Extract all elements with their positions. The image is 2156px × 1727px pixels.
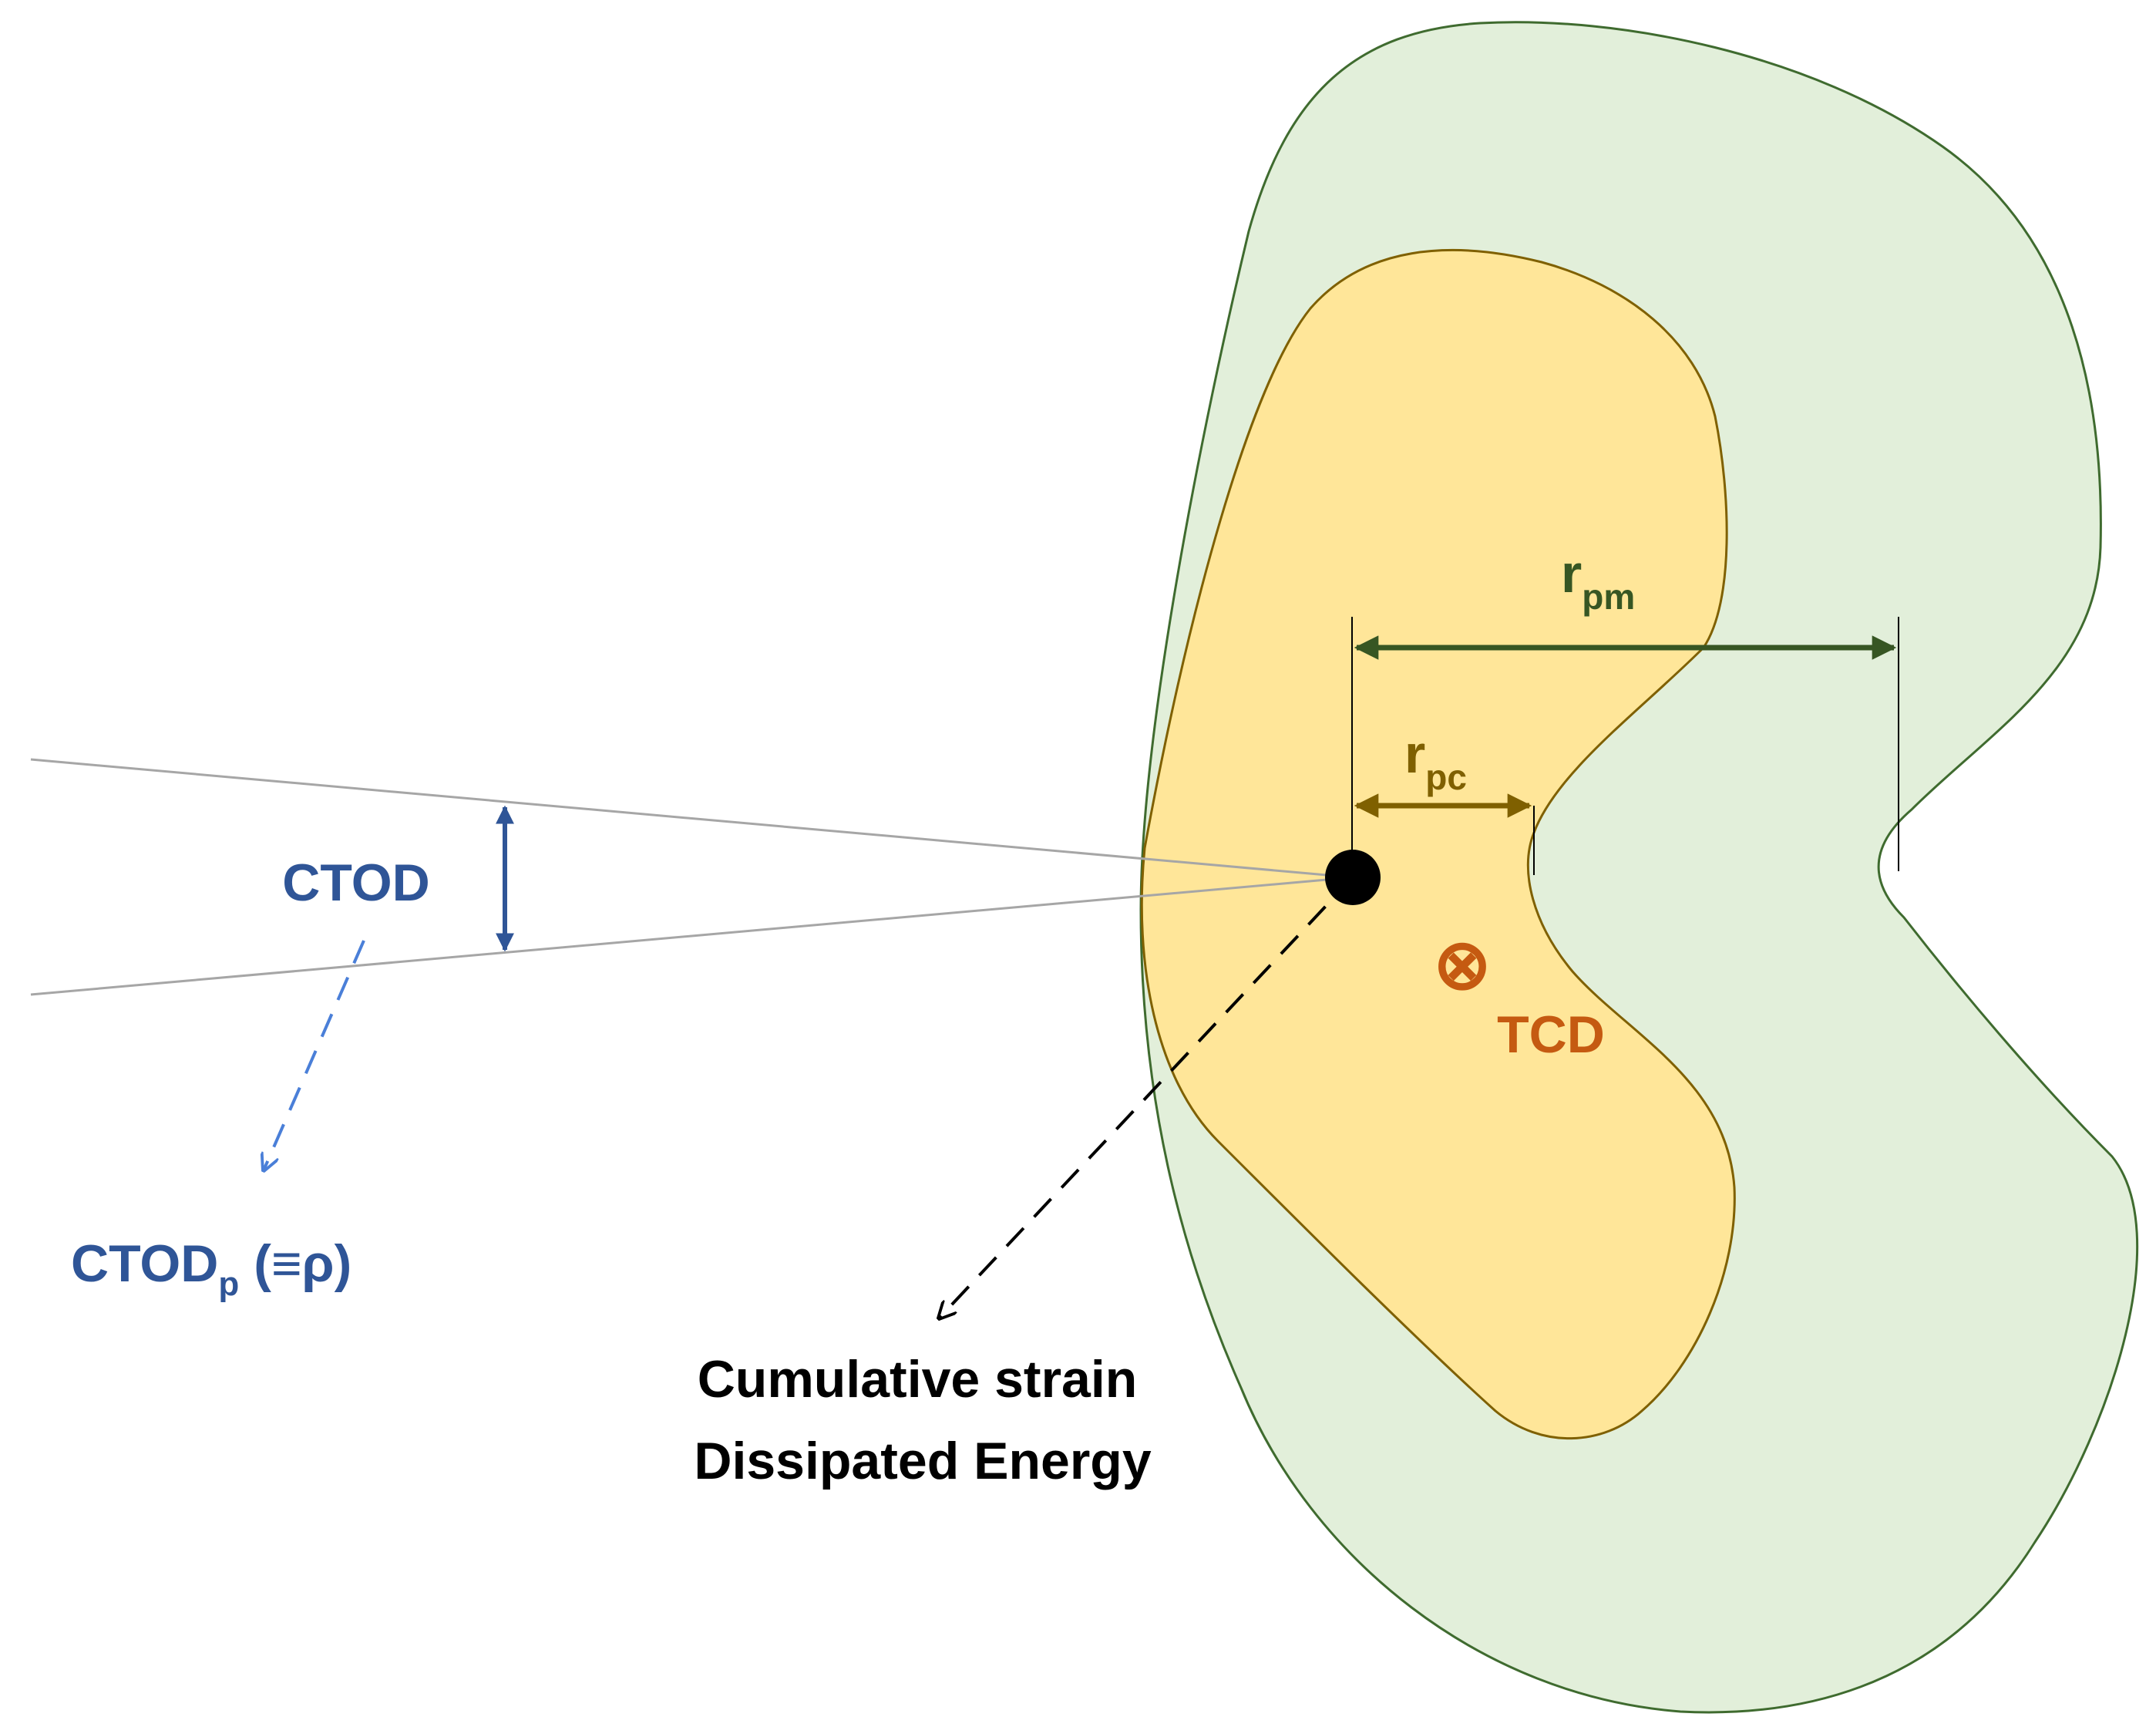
cumulative-strain-label: Cumulative strain bbox=[698, 1350, 1138, 1409]
cyclic-plastic-zone bbox=[1140, 248, 1736, 1440]
rpc-label: rpc bbox=[1404, 724, 1467, 797]
ctod-label: CTOD bbox=[282, 853, 429, 912]
ctodp-label-suffix: (≡ρ) bbox=[239, 1234, 351, 1293]
crack-upper-flank bbox=[30, 758, 1354, 879]
rpm-label-sub: pm bbox=[1582, 577, 1635, 617]
ctodp-dashed-arrow bbox=[264, 940, 365, 1170]
dissipated-energy-label: Dissipated Energy bbox=[694, 1432, 1151, 1490]
crack-lower-flank bbox=[30, 876, 1354, 996]
rpm-label-main: r bbox=[1561, 544, 1582, 604]
ctodp-label: CTODp (≡ρ) bbox=[71, 1234, 351, 1303]
rpc-label-main: r bbox=[1404, 724, 1425, 784]
ctod-label-text: CTOD bbox=[282, 853, 429, 912]
cumulative-dashed-arrow bbox=[939, 876, 1354, 1318]
tcd-symbol: ⊗ bbox=[1433, 927, 1491, 1004]
rpm-label: rpm bbox=[1561, 544, 1635, 617]
ctodp-label-main: CTOD bbox=[71, 1234, 218, 1293]
rpc-label-sub: pc bbox=[1425, 757, 1467, 797]
tcd-label: TCD bbox=[1497, 1005, 1605, 1064]
ctodp-label-sub: p bbox=[218, 1265, 239, 1303]
